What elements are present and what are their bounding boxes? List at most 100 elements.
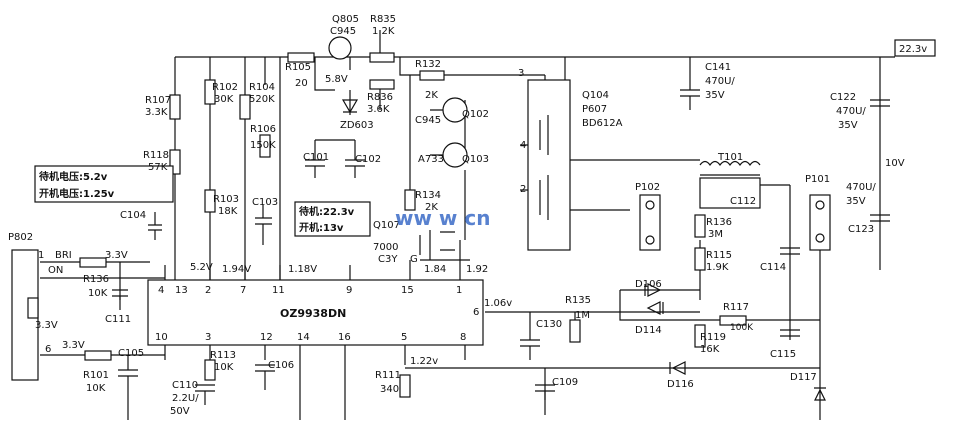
standby-note: 待机电压:5.2v 开机电压:1.25v — [34, 165, 174, 203]
q103-type: A733 — [418, 154, 444, 165]
c123-voltage: 35V — [846, 196, 866, 207]
bri-label: BRI — [55, 250, 72, 261]
c115-symbol — [780, 329, 800, 337]
q805-voltage: 5.8V — [325, 74, 348, 85]
ic-oz9938dn: OZ9938DN 4 13 2 7 11 9 15 1 10 3 12 14 1… — [147, 279, 484, 346]
r113-body — [204, 359, 216, 381]
r117-ref: R117 — [723, 302, 749, 313]
r115-value: 1.9K — [706, 262, 729, 273]
c130-symbol — [520, 339, 540, 360]
r105-ref: R105 — [285, 62, 311, 73]
transformer-t101 — [699, 160, 761, 209]
c111-symbol — [112, 289, 128, 310]
c122-value: 470U/ — [836, 106, 866, 117]
r835-body — [369, 52, 395, 63]
r119-body — [694, 324, 706, 348]
ic-pin-12: 12 — [260, 332, 273, 343]
r111-body — [399, 374, 411, 398]
r101-value: 10K — [86, 383, 106, 394]
component-labels: R107 3.3K R118 57K C104 R102 30K R104 52… — [83, 14, 876, 417]
resistors — [79, 52, 747, 398]
mid-rail-voltage: 10V — [885, 158, 905, 169]
r132-ref: R132 — [415, 59, 441, 70]
c105-symbol — [118, 355, 138, 420]
r119-value: 16K — [700, 344, 720, 355]
c141-voltage: 35V — [705, 90, 725, 101]
c141-value: 470U/ — [705, 76, 735, 87]
q103-symbol — [442, 142, 468, 168]
on-label: ON — [48, 265, 63, 276]
c103-symbol — [255, 205, 272, 245]
standby-voltage-note: 待机电压:5.2v — [39, 170, 108, 183]
d114-ref: D114 — [635, 325, 662, 336]
r835-ref: R835 — [370, 14, 396, 25]
pin2-voltage: 5.2V — [190, 262, 213, 273]
r113-value: 10K — [214, 362, 234, 373]
q107-symbol — [419, 231, 455, 255]
r106-value: 150K — [250, 140, 276, 151]
ic-pin-7: 7 — [240, 285, 246, 296]
r102-ref: R102 — [212, 82, 238, 93]
r836-body — [369, 79, 395, 90]
transistors — [328, 36, 571, 255]
d106-ref: D106 — [635, 279, 662, 290]
p102-pin — [645, 200, 655, 210]
connectors-right — [639, 194, 831, 251]
r132-value: 2K — [425, 90, 438, 101]
c123-ref: C123 — [848, 224, 874, 235]
r102-body — [204, 79, 216, 105]
ic-pin-15: 15 — [401, 285, 414, 296]
q103-ref: Q103 — [462, 154, 489, 165]
voltage-labels: 5.2V 1.94V 1.18V 1.84 1.92 1.06v 1.22v 5… — [190, 74, 905, 367]
r115-ref: R115 — [706, 250, 732, 261]
gate-on-note: 开机:13v — [299, 221, 344, 234]
r105-body — [287, 52, 315, 63]
pin11-voltage: 1.18V — [288, 264, 317, 275]
c130-ref: C130 — [536, 319, 562, 330]
p102-pin — [645, 235, 655, 245]
ic-pin-1: 1 — [456, 285, 462, 296]
c110-symbol — [195, 384, 215, 405]
d114-symbol — [646, 301, 664, 315]
r101-ref: R101 — [83, 370, 109, 381]
p101-ref: P101 — [805, 174, 830, 185]
c104-ref: C104 — [120, 210, 146, 221]
r836-value: 3.6K — [367, 104, 390, 115]
pin7-voltage: 1.94V — [222, 264, 251, 275]
pin5-voltage: 1.22v — [410, 356, 438, 367]
r103-ref: R103 — [213, 194, 239, 205]
r104-body — [239, 94, 251, 120]
q805-ref: Q805 — [332, 14, 359, 25]
c104-symbol — [148, 212, 162, 240]
p802-pin6: 6 — [45, 344, 51, 355]
d117-symbol — [814, 387, 826, 401]
r119-ref: R119 — [700, 332, 726, 343]
ic-pin-14: 14 — [297, 332, 310, 343]
q107-gate: G — [410, 254, 418, 265]
q805-symbol — [328, 36, 352, 60]
p102-ref: P102 — [635, 182, 660, 193]
r103-body — [204, 189, 216, 213]
pin6-voltage-value: 1.06v — [484, 298, 512, 309]
r104-ref: R104 — [249, 82, 275, 93]
c109-ref: C109 — [552, 377, 578, 388]
ic-pin-10: 10 — [155, 332, 168, 343]
supply-voltage: 22.3v — [899, 44, 927, 55]
c111-ref: C111 — [105, 314, 131, 325]
c114-ref: C114 — [760, 262, 786, 273]
c141-symbol — [680, 57, 700, 110]
r105-value: 20 — [295, 78, 308, 89]
c110-ref: C110 — [172, 380, 198, 391]
r134-body — [404, 189, 416, 211]
r111-ref: R111 — [375, 370, 401, 381]
p101-pin — [815, 233, 825, 243]
c112-ref: C112 — [730, 196, 756, 207]
supply-box: 22.3v — [894, 39, 936, 57]
r835-value: 1.2K — [372, 26, 395, 37]
pin15-voltage: 1.84 — [424, 264, 446, 275]
gate-note: 待机:22.3v 开机:13v — [294, 201, 371, 237]
ic-pin-13: 13 — [175, 285, 188, 296]
zd603-ref: ZD603 — [340, 120, 374, 131]
c123-symbol — [870, 214, 890, 222]
bri-voltage: 3.3V — [105, 250, 128, 261]
